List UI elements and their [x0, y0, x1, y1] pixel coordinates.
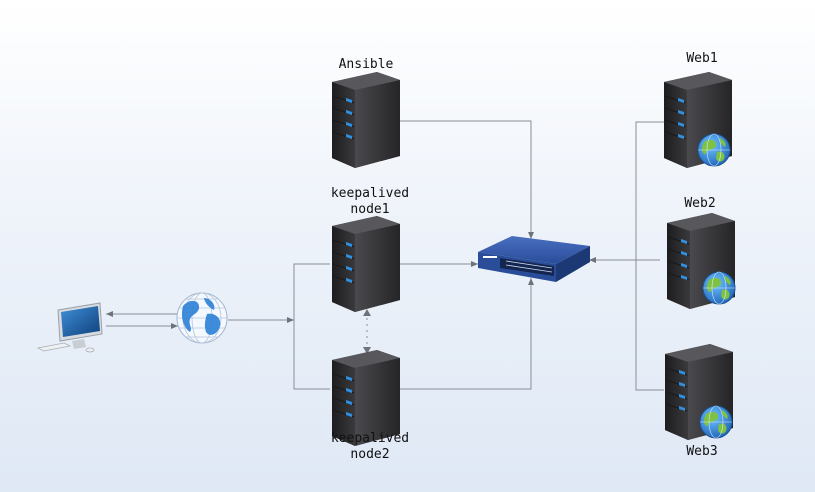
node2-to-switch-link: [400, 278, 534, 390]
web2-globe-icon: [702, 271, 736, 305]
keepalived-node2-label-line1: keepalived: [330, 431, 410, 446]
web3-globe-icon: [699, 405, 733, 439]
heartbeat-arrow-up-icon: [363, 309, 371, 316]
internet-globe-icon: [176, 292, 228, 344]
ansible-to-switch-link: [400, 120, 534, 239]
web3-label: Web3: [686, 444, 718, 459]
keepalived-node1-label: keepalived node1: [316, 186, 424, 218]
ansible-label: Ansible: [338, 57, 394, 72]
keepalived-node2-label: keepalived node2: [316, 431, 424, 463]
keepalived-node2-label-line2: node2: [350, 447, 390, 462]
web1-globe-icon: [697, 133, 731, 167]
web1-label: Web1: [686, 51, 718, 66]
web2-label: Web2: [684, 196, 716, 211]
keepalived-bus: [293, 263, 330, 390]
keepalived-node1-label-line2: node1: [350, 202, 390, 217]
desktop-computer-icon: [36, 302, 103, 353]
connection-lines: [106, 120, 664, 391]
network-switch-icon: [478, 236, 590, 335]
keepalived-node1-server-icon: [331, 215, 401, 313]
ansible-server-icon: [331, 71, 401, 169]
web-servers-bus: [635, 121, 664, 391]
heartbeat-arrow-down-icon: [363, 347, 371, 354]
keepalived-node1-label-line1: keepalived: [330, 186, 410, 201]
